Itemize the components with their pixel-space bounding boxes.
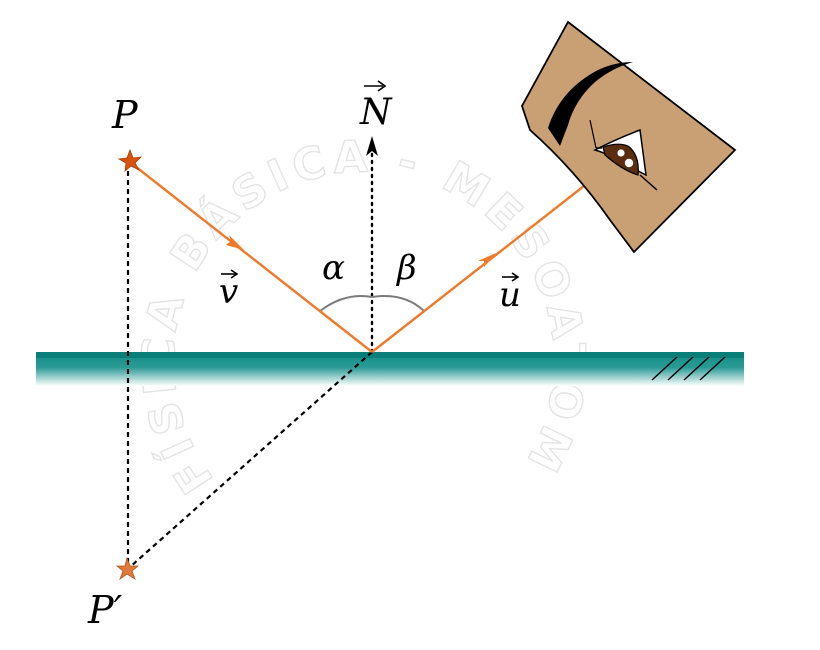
observer-eye-icon: [521, 20, 737, 254]
object-label: P: [111, 93, 139, 137]
beta-label: β: [395, 248, 417, 288]
image-star-icon: [115, 556, 140, 581]
reflected-ray: [371, 163, 613, 353]
incident-vector-label: v: [219, 269, 239, 312]
object-star-icon: [117, 148, 143, 172]
watermark: FÍSICA BÁSICA - MESOATOMIC.COM -: [0, 0, 589, 503]
incident-arrow-head: [226, 235, 244, 250]
alpha-angle-arc: [319, 295, 373, 312]
svg-text:u: u: [499, 275, 521, 315]
watermark-text: FÍSICA BÁSICA - MESOATOMIC.COM -: [0, 0, 589, 503]
normal-vector-label: N: [359, 80, 393, 133]
reflected-arrow-head: [478, 253, 496, 267]
alpha-label: α: [322, 248, 345, 288]
svg-text:N: N: [359, 92, 393, 133]
normal-arrow-head: [366, 136, 378, 156]
beta-angle-arc: [371, 295, 425, 312]
svg-text:FÍSICA BÁSICA - MESOATOMIC.COM: FÍSICA BÁSICA - MESOATOMIC.COM -: [0, 0, 589, 503]
svg-text:v: v: [219, 272, 238, 312]
image-label: P′: [87, 588, 123, 632]
mirror: [36, 352, 744, 386]
mirror-hatching: [651, 356, 726, 381]
incident-ray: [130, 162, 373, 353]
reflected-vector-label: u: [499, 272, 521, 315]
